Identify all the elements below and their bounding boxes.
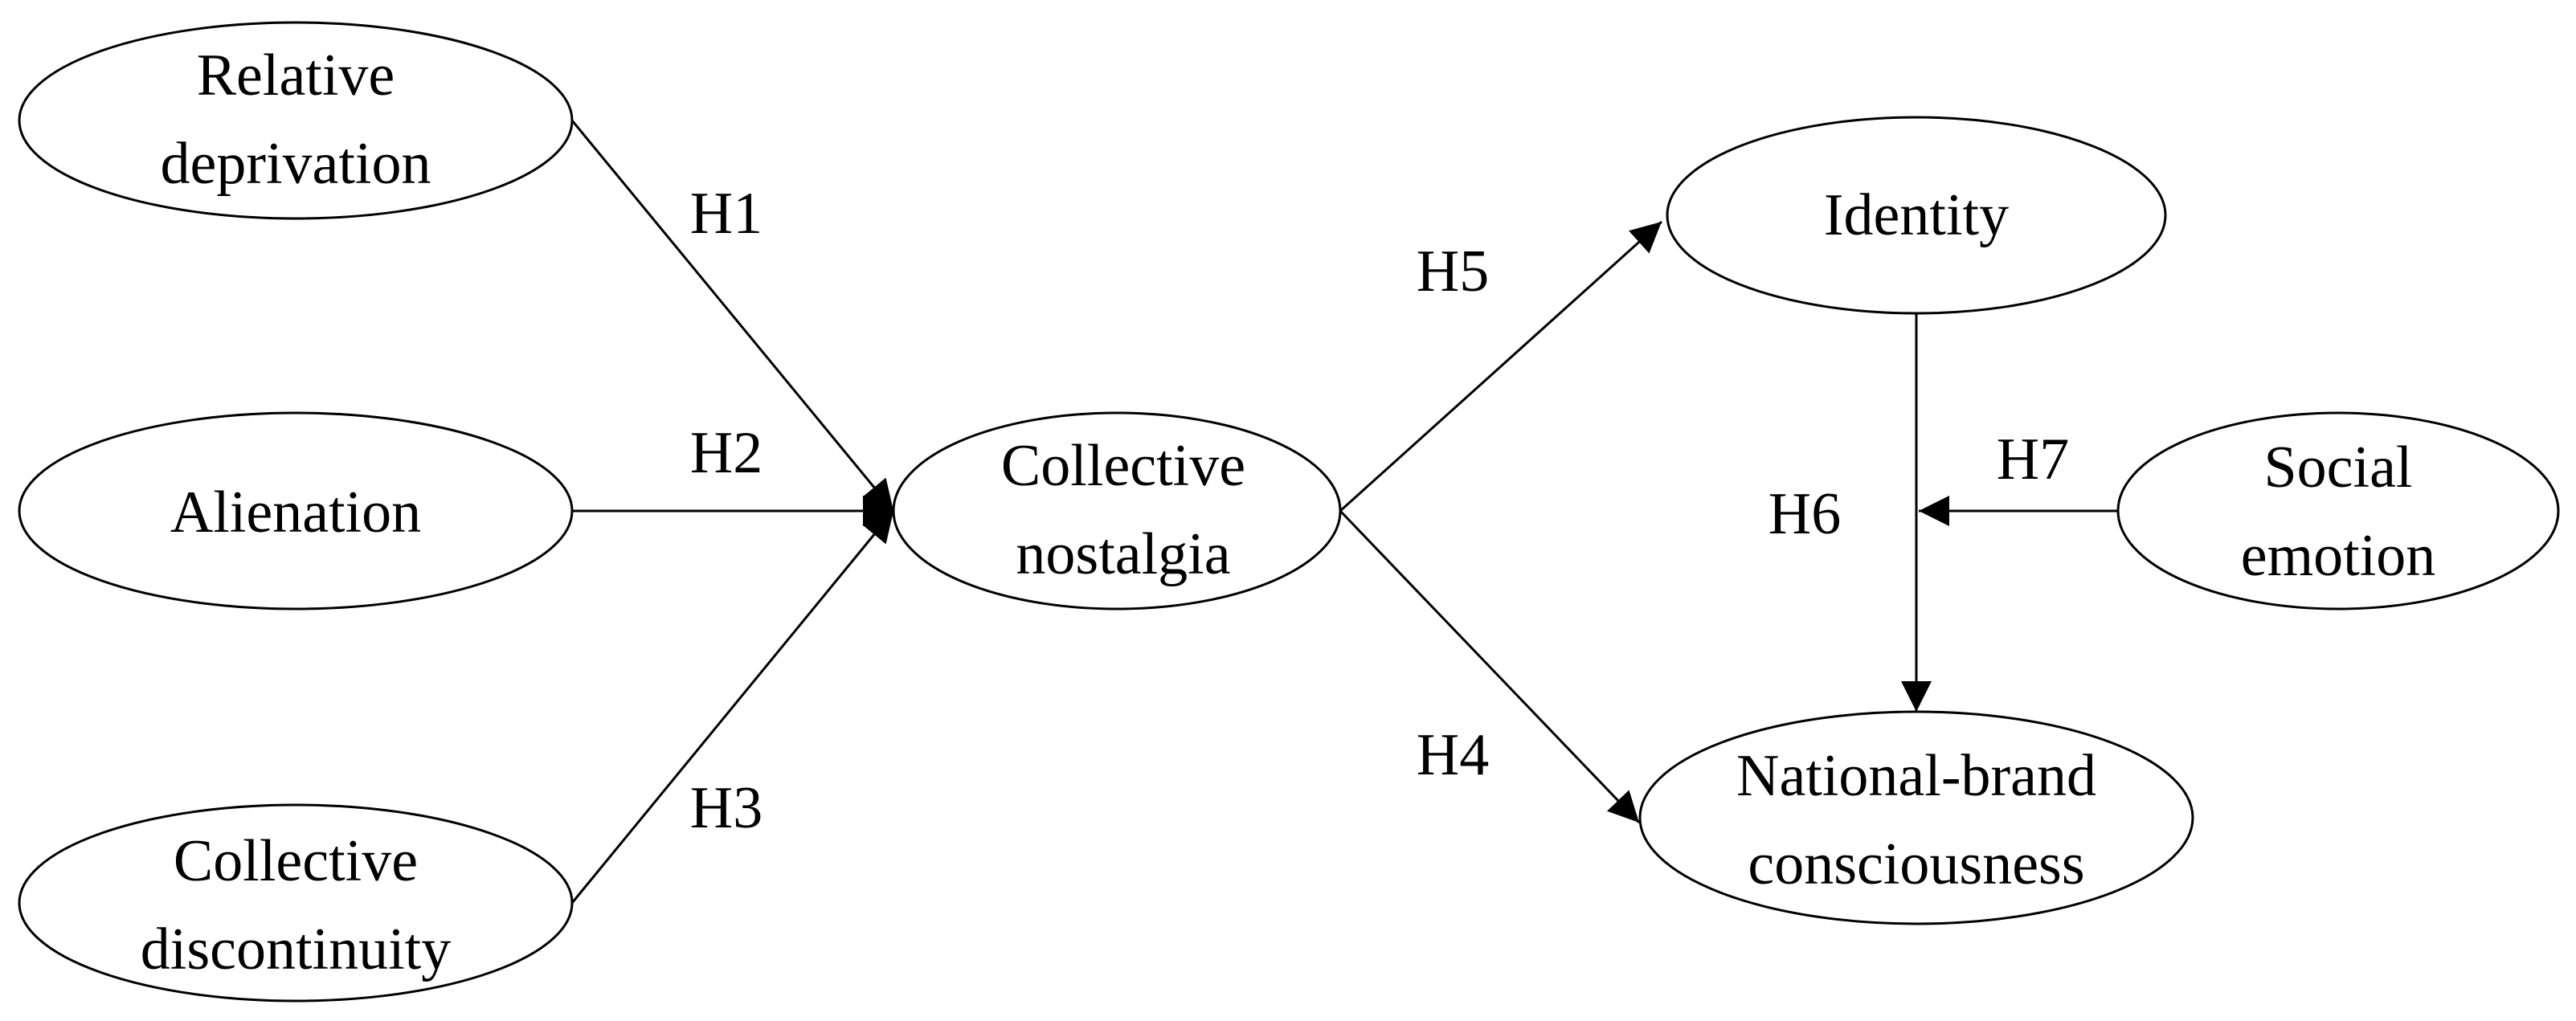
node-alienation-line1: Alienation: [170, 480, 421, 545]
node-relative-deprivation-line1: Relative: [197, 43, 395, 108]
hypothesis-label-h6: H6: [1768, 481, 1841, 547]
hypothesis-label-h5: H5: [1417, 239, 1489, 304]
edge-h3-collective-discontinuity-to-collective-nostalgia: [570, 510, 895, 904]
node-relative-deprivation: Relative deprivation: [18, 21, 574, 220]
node-social-emotion-line2: emotion: [2241, 523, 2436, 589]
node-identity: Identity: [1666, 116, 2167, 315]
hypothesis-label-h1: H1: [690, 181, 763, 247]
node-collective-discontinuity: Collective discontinuity: [18, 803, 574, 1003]
node-national-brand-consciousness-line1: National-brand: [1736, 743, 2096, 809]
node-identity-line1: Identity: [1824, 182, 2009, 248]
node-collective-nostalgia-line2: nostalgia: [1016, 521, 1230, 587]
node-social-emotion: Social emotion: [2116, 411, 2560, 611]
node-relative-deprivation-line2: deprivation: [160, 131, 431, 197]
hypothesis-label-h7: H7: [1997, 427, 2069, 492]
node-national-brand-consciousness: National-brand consciousness: [1638, 710, 2194, 925]
node-collective-discontinuity-line1: Collective: [174, 828, 418, 894]
hypothesis-label-h4: H4: [1417, 722, 1489, 788]
node-alienation: Alienation: [18, 411, 574, 611]
edge-h1-relative-deprivation-to-collective-nostalgia: [570, 120, 895, 512]
node-national-brand-consciousness-line2: consciousness: [1748, 831, 2084, 897]
node-collective-nostalgia-line1: Collective: [1001, 433, 1245, 499]
node-collective-discontinuity-line2: discontinuity: [141, 917, 451, 982]
hypothesis-label-h3: H3: [690, 775, 763, 841]
hypothesis-label-h2: H2: [690, 420, 763, 486]
edge-h4-collective-nostalgia-to-national-brand-consciousness: [1339, 509, 1641, 824]
node-social-emotion-line1: Social: [2264, 435, 2413, 500]
edge-h5-collective-nostalgia-to-identity: [1339, 220, 1663, 513]
node-collective-nostalgia: Collective nostalgia: [892, 411, 1342, 611]
